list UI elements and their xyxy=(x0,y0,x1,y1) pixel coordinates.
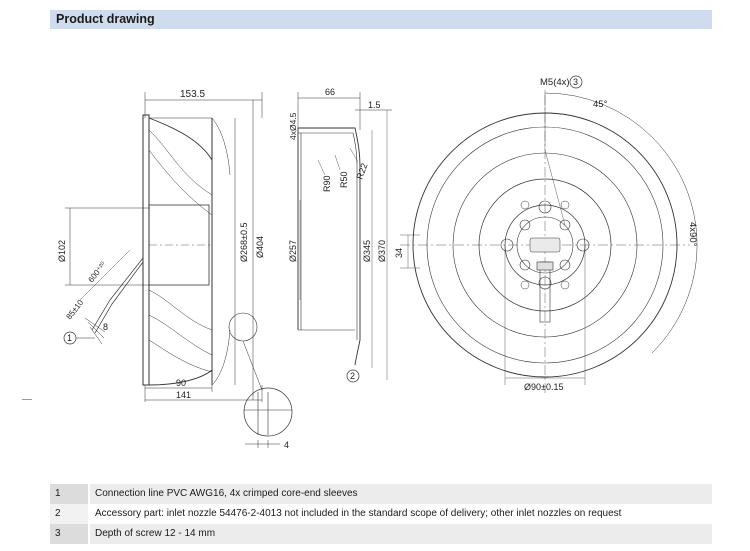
dim-153-5: 153.5 xyxy=(180,89,205,100)
front-view: 34 Ø90±0.15 M5(4x) 3 45° 4x90° xyxy=(394,75,698,395)
callout-3: 3 xyxy=(573,77,578,87)
table-row: 1 Connection line PVC AWG16, 4x crimped … xyxy=(50,484,712,504)
dim-102: Ø102 xyxy=(57,240,67,262)
dim-600: 600⁺²⁰ xyxy=(86,260,108,284)
angle-4x90: 4x90° xyxy=(687,222,698,247)
note-text: Depth of screw 12 - 14 mm xyxy=(95,528,216,539)
dim-90-015: Ø90±0.15 xyxy=(524,382,563,392)
notes-table: 1 Connection line PVC AWG16, 4x crimped … xyxy=(50,484,712,544)
table-row: 2 Accessory part: inlet nozzle 54476-2-4… xyxy=(50,504,712,524)
angle-45: 45° xyxy=(593,99,608,110)
nozzle-section: 66 4xØ4.5 1.5 R90 R50 R22 Ø257 Ø345 Ø370… xyxy=(288,87,392,383)
table-row: 3 Depth of screw 12 - 14 mm xyxy=(50,524,712,544)
dim-404: Ø404 xyxy=(255,236,265,258)
dim-34: 34 xyxy=(394,248,404,258)
product-drawing: 153.5 Ø268±0.5 Ø404 Ø102 xyxy=(57,75,698,450)
callout-1: 1 xyxy=(67,333,72,343)
dim-85: 85±10 xyxy=(64,298,85,321)
dim-m5: M5(4x) xyxy=(540,77,570,88)
note-number: 1 xyxy=(50,484,90,504)
note-text: Accessory part: inlet nozzle 54476-2-401… xyxy=(95,508,622,519)
dim-4x4-5: 4xØ4.5 xyxy=(288,112,298,140)
dim-370: Ø370 xyxy=(377,240,387,262)
dim-345: Ø345 xyxy=(362,240,372,262)
side-view: 153.5 Ø268±0.5 Ø404 Ø102 xyxy=(57,89,293,450)
dim-66: 66 xyxy=(325,87,335,97)
dim-1-5: 1.5 xyxy=(368,100,381,110)
note-text: Connection line PVC AWG16, 4x crimped co… xyxy=(95,488,358,499)
note-number: 3 xyxy=(50,524,90,544)
radius-50: R50 xyxy=(339,171,349,188)
dim-8: 8 xyxy=(103,322,108,332)
radius-90: R90 xyxy=(322,175,332,192)
dim-4: 4 xyxy=(284,440,289,450)
section-title: Product drawing xyxy=(56,12,155,26)
margin-mark xyxy=(22,399,32,400)
note-number: 2 xyxy=(50,504,90,524)
dim-257: Ø257 xyxy=(288,240,298,262)
dim-141: 141 xyxy=(176,390,191,400)
section-header: Product drawing xyxy=(50,10,712,29)
dim-268: Ø268±0.5 xyxy=(239,223,249,262)
callout-2: 2 xyxy=(350,371,355,381)
dim-90: 90 xyxy=(176,378,186,388)
